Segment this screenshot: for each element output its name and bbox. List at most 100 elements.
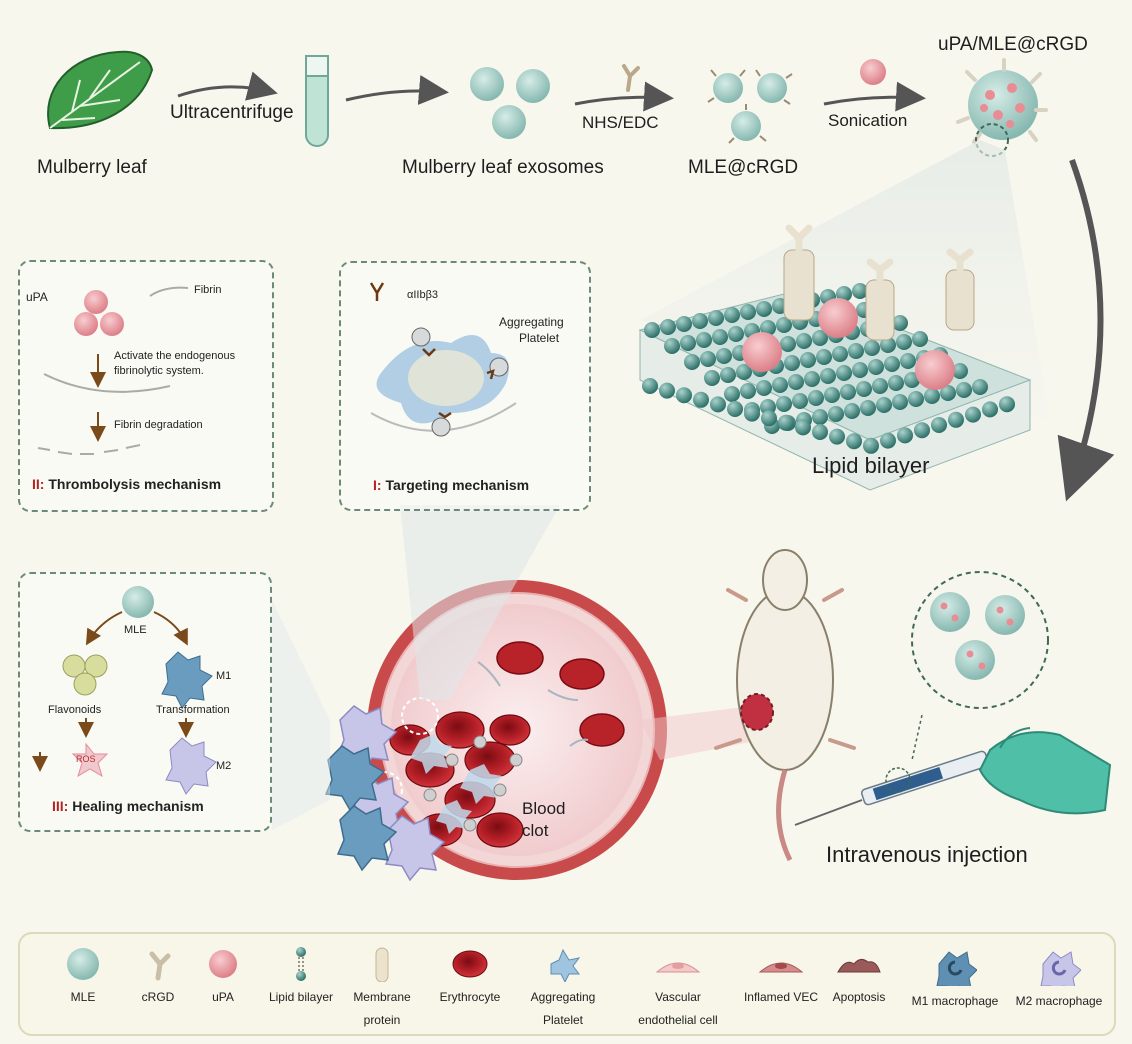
lipid-head-lower: [710, 396, 726, 413]
healing-panel: MLE Flavonoids M1 Transformation ROS M2 …: [18, 572, 272, 832]
fibrin-fragments: [37, 444, 141, 455]
lipid-head-lower: [693, 391, 709, 408]
lipid-head-lower: [676, 387, 692, 404]
mle-icon: [122, 586, 154, 618]
mle-crgd-cluster-icon: [707, 69, 793, 144]
lipid-head: [940, 385, 956, 401]
arrow-sonication: [823, 81, 926, 112]
lipid-head-lower: [761, 410, 777, 427]
legend-item-m2-macrophage: M2 macrophage: [1004, 946, 1114, 1009]
lipid-head-lower: [897, 427, 913, 444]
product-label: uPA/MLE@cRGD: [938, 34, 1088, 55]
membrane-protein-icon: [375, 947, 389, 982]
lipid-head-lower: [982, 401, 998, 418]
lipid-bilayer-diagram: [638, 224, 1032, 491]
lipid-head-lower: [863, 437, 879, 454]
lipid-head: [728, 326, 744, 342]
legend-item-crgd: cRGD: [128, 946, 188, 1005]
lipid-head: [696, 332, 712, 348]
lipid-head: [856, 381, 872, 397]
lipid-head: [836, 286, 852, 302]
lipid-head: [716, 348, 732, 364]
exosomes-label: Mulberry leaf exosomes: [402, 157, 604, 178]
lipid-head: [852, 362, 868, 378]
lipid-head-lower: [812, 424, 828, 440]
thrombolysis-title: II: Thrombolysis mechanism: [32, 476, 222, 492]
lipid-head: [756, 301, 772, 317]
lipid-head: [796, 333, 812, 349]
mle-crgd-label: MLE@cRGD: [688, 157, 799, 178]
lipid-head-lower: [999, 396, 1015, 413]
lipid-head: [740, 304, 756, 320]
gloved-hand-icon: [978, 727, 1112, 815]
flavonoids-icon: [62, 654, 108, 696]
lipid-head: [868, 359, 884, 375]
lipid-head: [800, 352, 816, 368]
lipid-head: [784, 355, 800, 371]
lipid-head: [724, 386, 740, 402]
lipid-head: [708, 310, 724, 326]
lipid-head: [824, 387, 840, 403]
lipid-head: [972, 379, 988, 395]
lipid-head: [664, 338, 680, 354]
legend-item-m1-macrophage: M1 macrophage: [900, 946, 1010, 1009]
legend-item-lipid-bilayer: Lipid bilayer: [256, 946, 346, 1005]
blood-clot-label: Blood clot: [522, 799, 566, 840]
step-activate-label-2: fibrinolytic system.: [114, 365, 204, 377]
aggregating-platelet-icon: [550, 948, 581, 982]
lipid-head-lower: [795, 419, 811, 436]
lipid-head-lower: [642, 378, 658, 394]
intravenous-injection-label: Intravenous injection: [826, 842, 1028, 867]
lipid-head: [704, 370, 720, 386]
receptor-icon: [369, 282, 385, 301]
m2-label: M2: [216, 760, 232, 772]
fibrin-strand: [149, 286, 189, 297]
lipid-head-lower: [744, 405, 760, 422]
lipid-head: [812, 409, 828, 425]
thrombolysis-panel: uPA Fibrin Activate the endogenous fibri…: [18, 260, 274, 512]
zoom-beam-wound: [640, 705, 760, 760]
erythrocyte-icon: [452, 950, 488, 978]
lipid-head: [756, 380, 772, 396]
lipid-head: [860, 400, 876, 416]
step-activate-label: Activate the endogenous: [114, 350, 236, 362]
lipid-head: [684, 354, 700, 370]
crgd-icon: [149, 951, 171, 981]
step-degrade-label: Fibrin degradation: [114, 419, 203, 431]
apoptosis-icon: [837, 958, 881, 973]
zoom-beam-healing: [272, 600, 330, 830]
zoom-beam-targeting: [400, 505, 560, 700]
lipid-head-lower: [778, 414, 794, 431]
rat-illustration: [714, 549, 856, 862]
upa-ball-icon: [860, 59, 886, 85]
test-tube-icon: [305, 55, 329, 147]
lipid-head: [816, 349, 832, 365]
lipid-head: [692, 313, 708, 329]
lipid-head: [832, 346, 848, 362]
lipid-head: [912, 331, 928, 347]
lipid-head-lower: [727, 401, 743, 417]
lipid-head: [900, 353, 916, 369]
m2-macrophage-icon: [165, 737, 217, 795]
ultracentrifuge-label: Ultracentrifuge: [170, 102, 294, 123]
inflamed-vec-icon: [758, 962, 804, 973]
m1-label: M1: [216, 670, 232, 682]
lipid-head: [676, 316, 692, 332]
legend-item-upa: uPA: [198, 946, 248, 1005]
lipid-head-lower: [948, 411, 964, 428]
lipid-head: [700, 351, 716, 367]
arrow-to-injection: [1057, 158, 1115, 502]
flavonoids-label: Flavonoids: [48, 704, 102, 716]
mle-label: MLE: [124, 624, 147, 636]
fibrin-label: Fibrin: [194, 284, 222, 296]
lipid-head-lower: [659, 382, 675, 399]
lipid-head: [896, 334, 912, 350]
upa-cluster-icon: [74, 290, 124, 336]
lipid-head: [720, 367, 736, 383]
lipid-head: [892, 315, 908, 331]
sonication-label: Sonication: [828, 111, 908, 130]
targeting-title: I: Targeting mechanism: [373, 477, 530, 493]
lipid-head: [880, 337, 896, 353]
